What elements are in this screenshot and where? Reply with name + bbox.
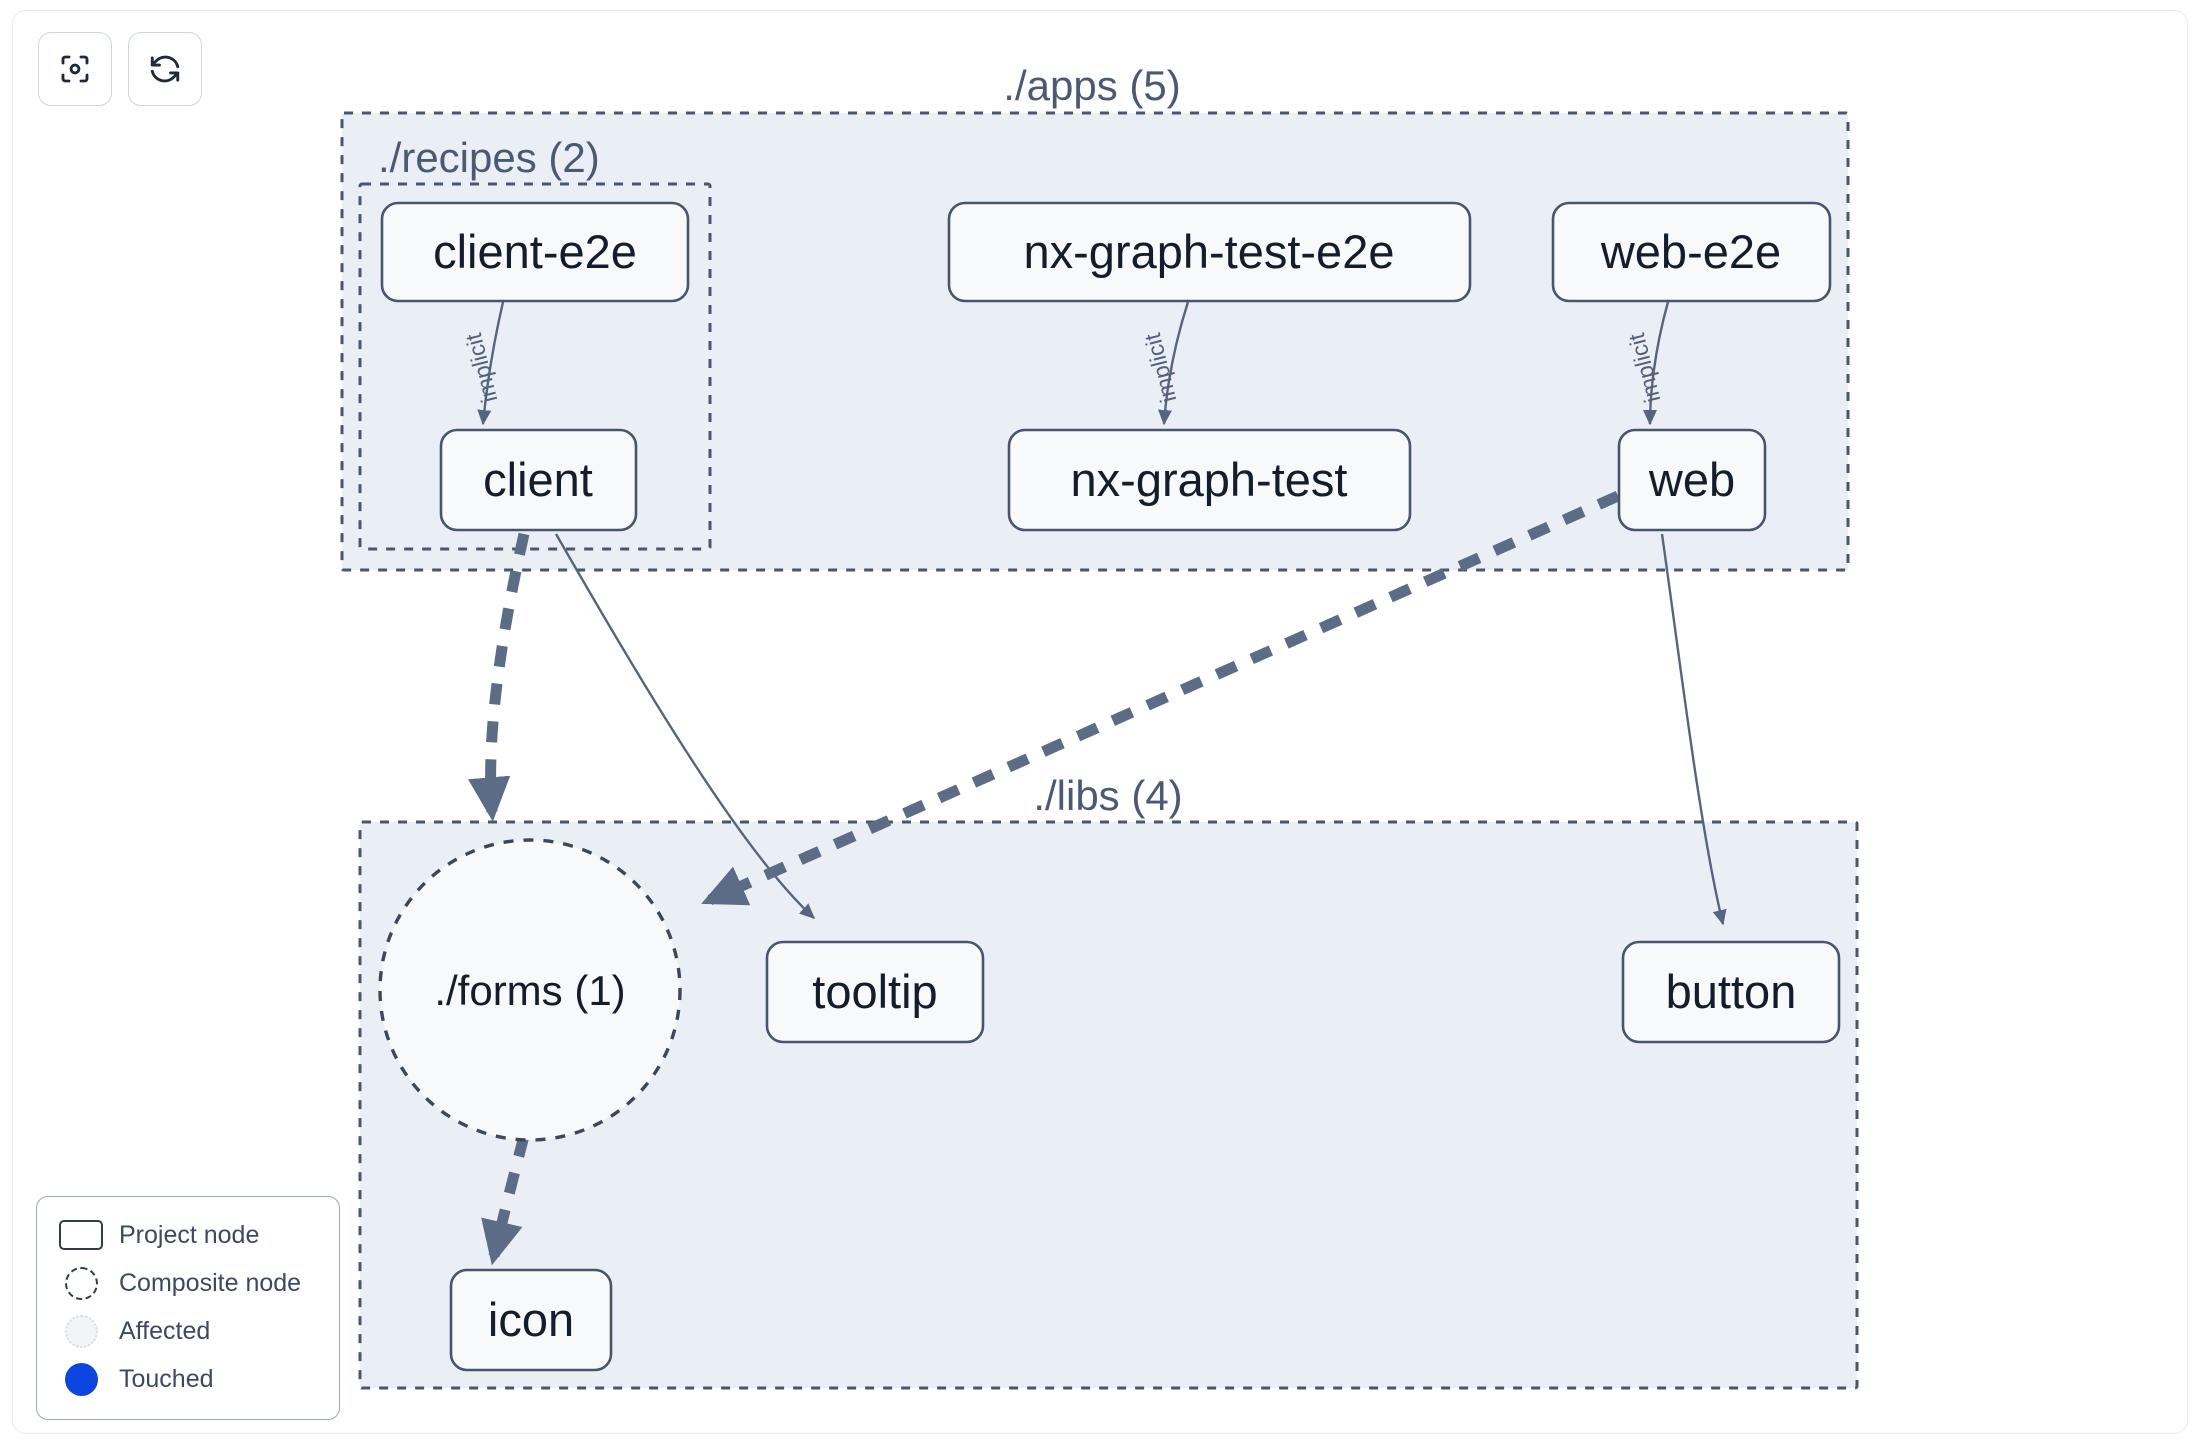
edge-client-to-forms[interactable]	[468, 532, 530, 822]
group-libs-label: ./libs (4)	[1033, 772, 1182, 819]
legend-label-project-node: Project node	[119, 1220, 260, 1249]
node-web[interactable]: web	[1617, 428, 1767, 532]
node-nx-graph-test-e2e-label: nx-graph-test-e2e	[1024, 225, 1395, 278]
node-icon[interactable]: icon	[449, 1268, 613, 1372]
affected-swatch	[53, 1314, 109, 1348]
focus-target-icon	[57, 51, 93, 87]
touched-swatch	[53, 1362, 109, 1396]
node-forms-composite[interactable]: ./forms (1)	[378, 838, 682, 1142]
edge-client-to-tooltip[interactable]	[554, 533, 816, 919]
legend-label-touched: Touched	[119, 1364, 214, 1393]
graph-legend: Project node Composite node Affected Tou…	[36, 1196, 340, 1420]
edge-web-to-forms[interactable]	[701, 490, 1621, 906]
refresh-graph-button[interactable]	[128, 32, 202, 106]
legend-item-project-node: Project node	[53, 1211, 323, 1259]
group-recipes-label: ./recipes (2)	[378, 134, 600, 181]
refresh-sync-icon	[147, 51, 183, 87]
group-apps-label: ./apps (5)	[1003, 62, 1180, 109]
node-icon-label: icon	[488, 1293, 574, 1346]
node-forms-label: ./forms (1)	[434, 967, 625, 1014]
legend-label-affected: Affected	[119, 1316, 211, 1345]
node-client[interactable]: client	[439, 428, 638, 532]
node-client-e2e-label: client-e2e	[433, 225, 637, 278]
node-tooltip[interactable]: tooltip	[765, 940, 985, 1044]
edge-forms-to-icon[interactable]	[481, 1134, 530, 1266]
legend-item-touched: Touched	[53, 1355, 323, 1403]
legend-label-composite-node: Composite node	[119, 1268, 302, 1297]
node-client-label: client	[483, 453, 593, 506]
node-web-label: web	[1648, 453, 1735, 506]
node-client-e2e[interactable]: client-e2e	[380, 201, 690, 303]
legend-item-composite-node: Composite node	[53, 1259, 323, 1307]
project-node-swatch	[53, 1220, 109, 1250]
graph-toolbar	[38, 32, 202, 106]
node-nx-graph-test-label: nx-graph-test	[1071, 453, 1348, 506]
node-nx-graph-test-e2e[interactable]: nx-graph-test-e2e	[947, 201, 1472, 303]
composite-node-swatch	[53, 1266, 109, 1300]
node-button[interactable]: button	[1621, 940, 1841, 1044]
node-tooltip-label: tooltip	[812, 965, 937, 1018]
legend-item-affected: Affected	[53, 1307, 323, 1355]
node-button-label: button	[1666, 965, 1797, 1018]
node-web-e2e-label: web-e2e	[1600, 225, 1781, 278]
group-libs[interactable]: ./libs (4)	[358, 772, 1859, 1390]
node-nx-graph-test[interactable]: nx-graph-test	[1007, 428, 1412, 532]
node-web-e2e[interactable]: web-e2e	[1551, 201, 1832, 303]
edge-web-to-button[interactable]	[1660, 533, 1727, 926]
group-apps[interactable]: ./apps (5)	[340, 62, 1850, 572]
focus-graph-button[interactable]	[38, 32, 112, 106]
